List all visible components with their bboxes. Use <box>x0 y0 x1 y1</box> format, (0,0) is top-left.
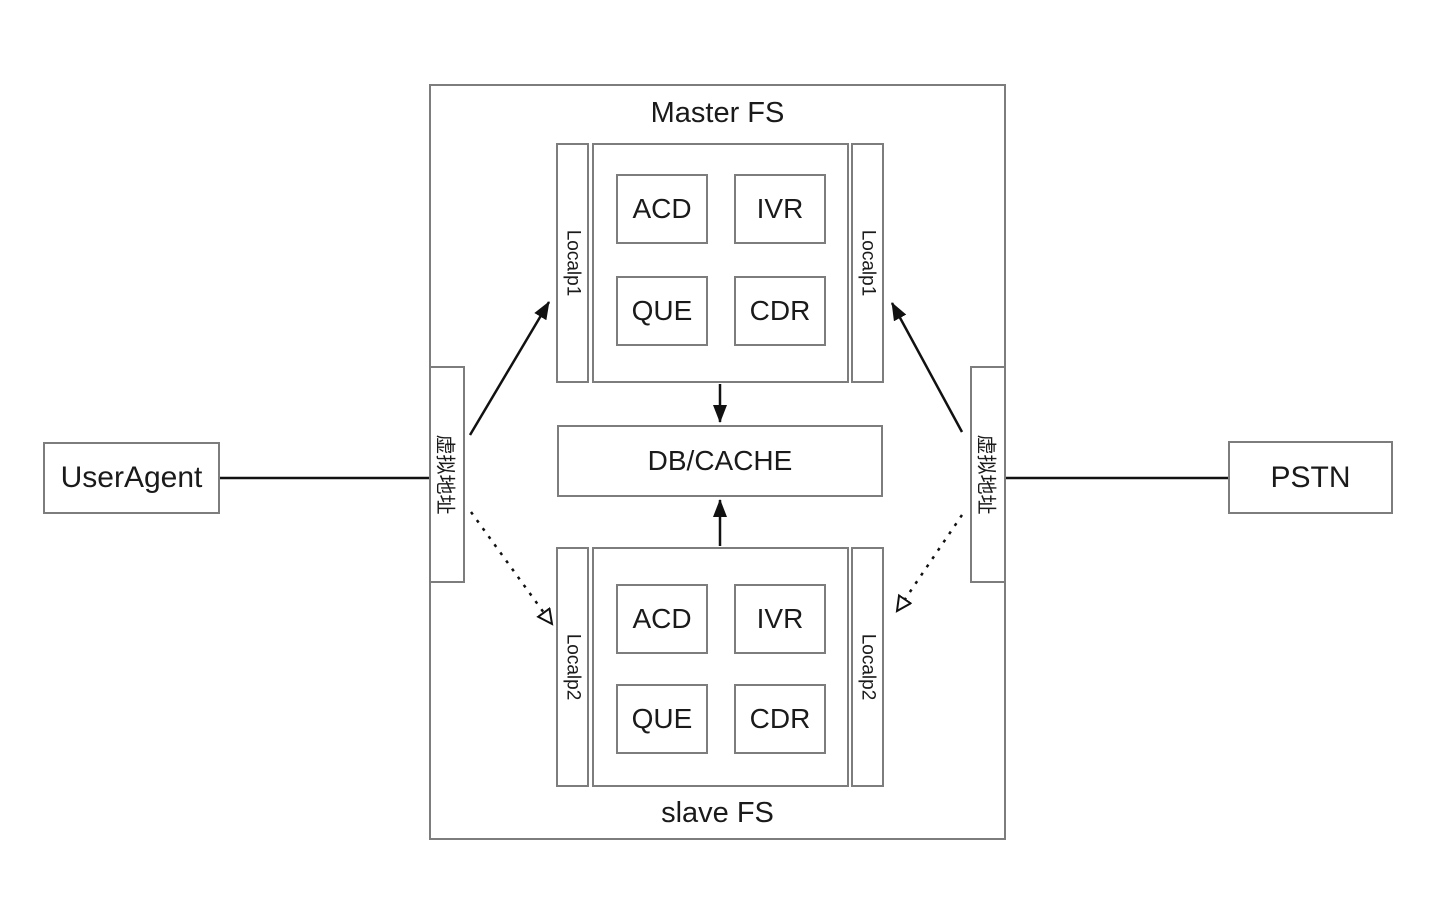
slave-localip-bar-right: Localp2 <box>851 547 884 787</box>
master-module-ivr: IVR <box>734 174 826 244</box>
db-cache-label: DB/CACHE <box>647 445 793 476</box>
master-localip-bar-right: Localp1 <box>851 143 884 383</box>
useragent-label: UserAgent <box>60 461 203 494</box>
db-cache-box: DB/CACHE <box>557 425 883 497</box>
virtual-address-left-box: 虚拟地址 <box>429 366 465 583</box>
module-label: ACD <box>632 603 692 634</box>
module-label: ACD <box>632 193 692 224</box>
useragent-node: UserAgent <box>43 442 220 514</box>
master-fs-label: Master FS <box>650 97 785 129</box>
master-module-acd: ACD <box>616 174 708 244</box>
master-module-que: QUE <box>616 276 708 346</box>
slave-module-ivr: IVR <box>734 584 826 654</box>
slave-localip-left-label: Localp2 <box>562 633 584 701</box>
slave-module-cdr: CDR <box>734 684 826 754</box>
module-label: QUE <box>631 703 693 734</box>
slave-localip-right-label: Localp2 <box>857 633 879 701</box>
module-label: CDR <box>749 295 811 326</box>
master-localip-left-label: Localp1 <box>562 229 584 297</box>
module-label: IVR <box>756 193 804 224</box>
master-module-cdr: CDR <box>734 276 826 346</box>
master-localip-right-label: Localp1 <box>857 229 879 297</box>
pstn-label: PSTN <box>1270 460 1351 494</box>
slave-module-que: QUE <box>616 684 708 754</box>
module-label: IVR <box>756 603 804 634</box>
master-localip-bar-left: Localp1 <box>556 143 589 383</box>
pstn-node: PSTN <box>1228 441 1393 514</box>
slave-module-acd: ACD <box>616 584 708 654</box>
module-label: QUE <box>631 295 693 326</box>
slave-localip-bar-left: Localp2 <box>556 547 589 787</box>
slave-fs-label: slave FS <box>661 797 774 829</box>
virtual-address-right-box: 虚拟地址 <box>970 366 1006 583</box>
virtual-address-left-label: 虚拟地址 <box>433 434 456 515</box>
virtual-address-right-label: 虚拟地址 <box>974 434 997 515</box>
module-label: CDR <box>749 703 811 734</box>
